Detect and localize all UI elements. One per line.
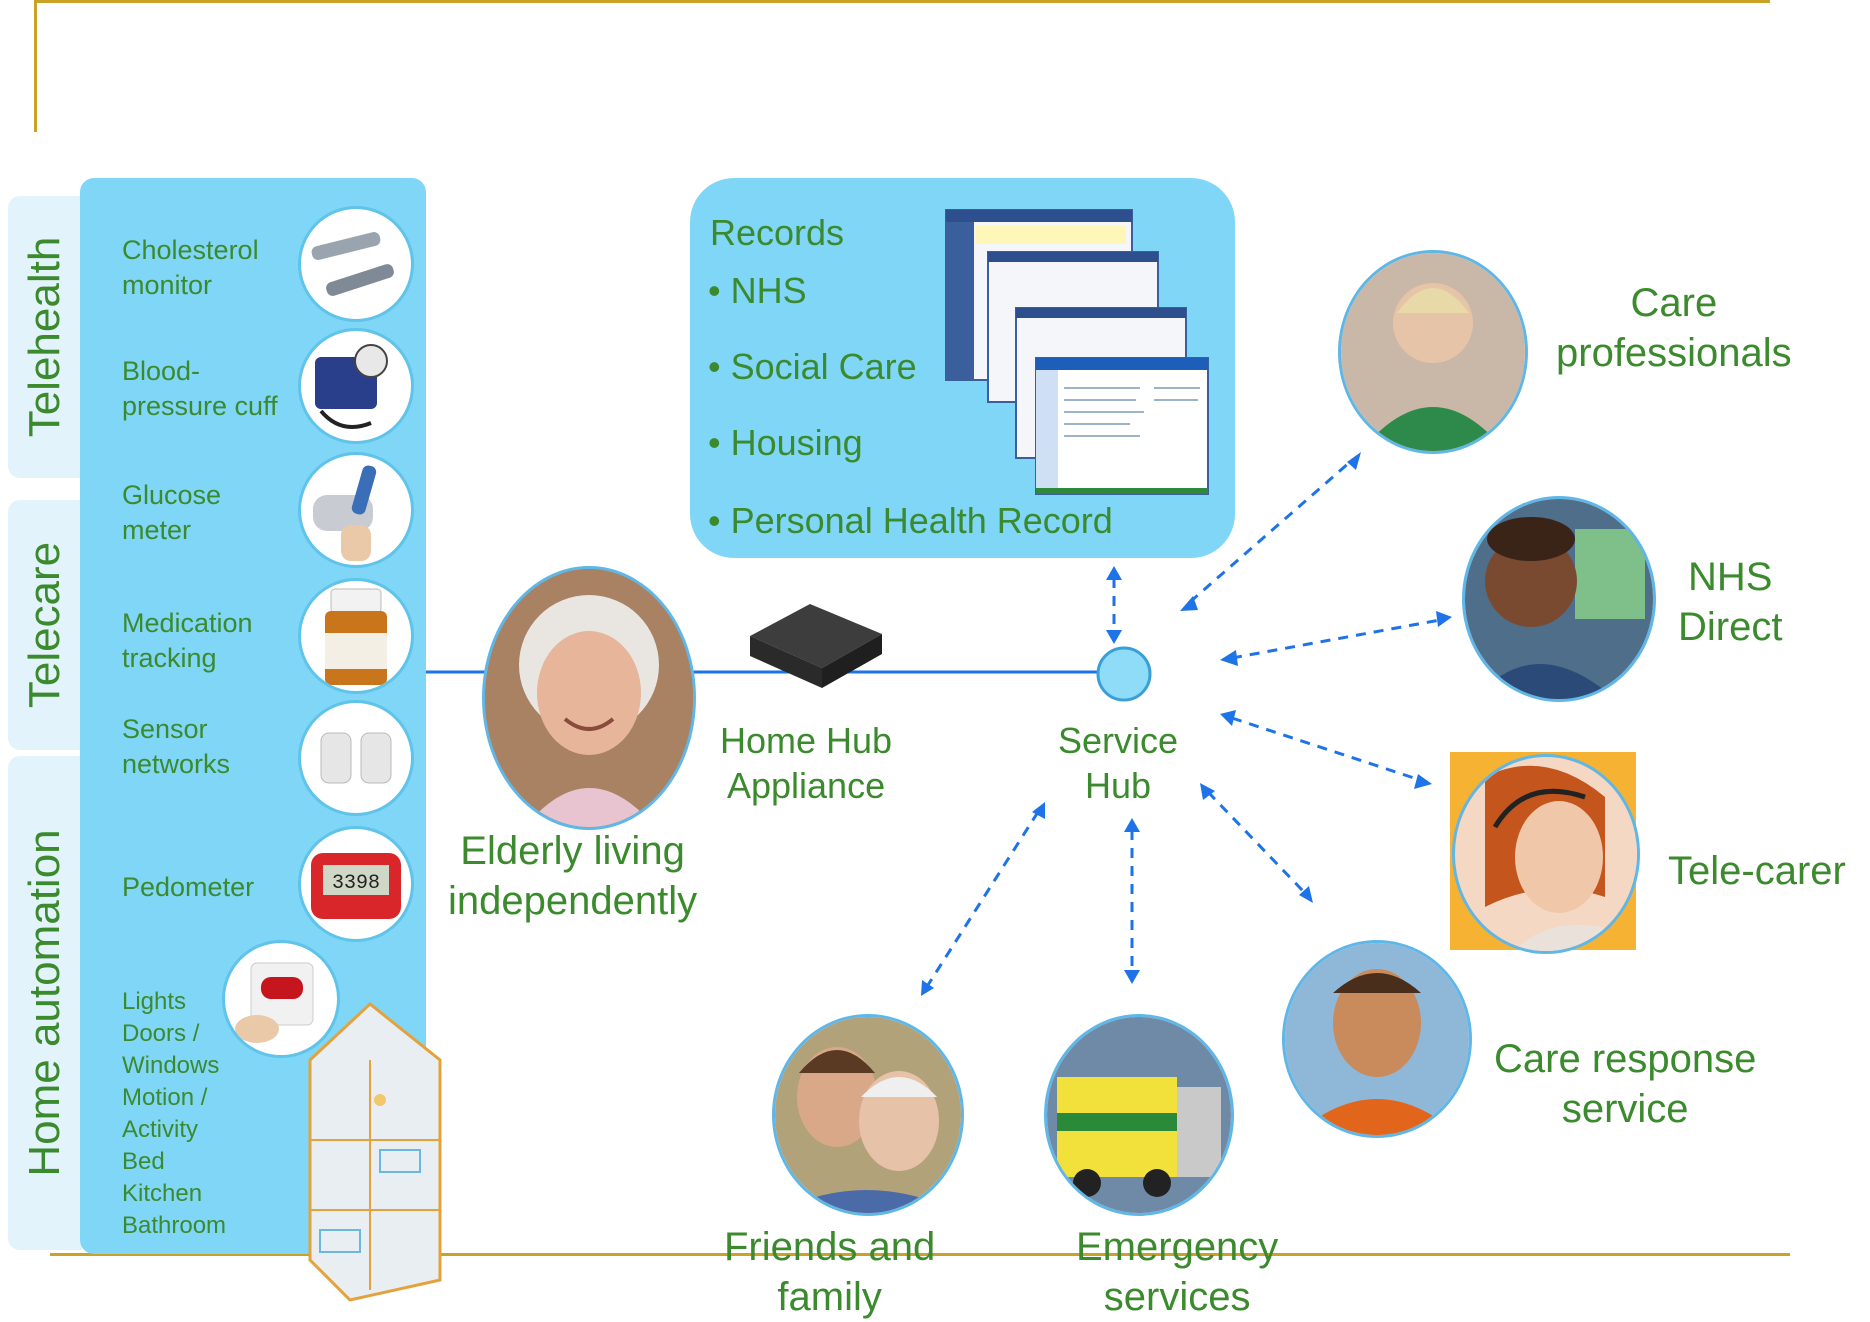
records-item-nhs-label: NHS [730, 270, 807, 311]
label-care-professionals: Care professionals [1556, 281, 1792, 375]
top-rule [34, 0, 1770, 3]
records-item-social-care-label: Social Care [730, 346, 917, 387]
label-service-hub: Service Hub [1058, 720, 1179, 806]
light-switch-icon [222, 940, 340, 1058]
label-friends-family: Friends and family [724, 1225, 936, 1319]
ha-item-bed: Bed [122, 1148, 165, 1175]
device-label-blood-pressure: Blood- pressure cuff [122, 356, 278, 421]
elderly-photo [482, 566, 696, 830]
label-emergency-services: Emergency services [1076, 1225, 1279, 1319]
device-label-cholesterol: Cholesterol monitor [122, 235, 259, 300]
friends-family-photo [772, 1014, 964, 1216]
records-title: Records [710, 212, 845, 253]
tab-telecare: Telecare [8, 500, 82, 750]
ha-item-activity: Activity [122, 1116, 199, 1143]
records-item-housing: • Housing [708, 422, 863, 463]
nhs-direct-photo [1462, 496, 1656, 702]
glucose-meter-icon [298, 452, 414, 568]
left-rule [34, 0, 37, 132]
blood-pressure-cuff-icon [298, 328, 414, 444]
ha-item-motion: Motion / [122, 1084, 208, 1111]
device-label-medication: Medication tracking [122, 608, 253, 673]
label-nhs-direct: NHS Direct [1678, 555, 1783, 649]
home-hub-device-icon [750, 604, 882, 688]
ha-item-lights: Lights [122, 988, 187, 1015]
records-screens-image [945, 209, 1209, 495]
label-tele-carer: Tele-carer [1668, 849, 1846, 893]
device-label-sensor: Sensor networks [122, 714, 231, 779]
cholesterol-monitor-icon [298, 206, 414, 322]
records-item-social-care: • Social Care [708, 346, 917, 387]
label-home-hub: Home Hub Appliance [720, 720, 893, 806]
ha-item-doors: Doors / [122, 1020, 200, 1047]
records-item-housing-label: Housing [730, 422, 863, 463]
tab-telehealth: Telehealth [8, 196, 82, 478]
care-response-photo [1282, 940, 1472, 1138]
ha-item-windows: Windows [122, 1052, 220, 1079]
ha-item-bathroom: Bathroom [122, 1212, 227, 1239]
house-illustration [308, 1002, 442, 1302]
ha-item-kitchen: Kitchen [122, 1180, 203, 1207]
label-care-response: Care response service [1494, 1037, 1757, 1131]
device-label-pedometer: Pedometer [122, 872, 255, 902]
records-item-phr-label: Personal Health Record [730, 500, 1113, 541]
emergency-services-photo [1044, 1014, 1234, 1216]
care-professionals-photo [1338, 250, 1528, 454]
pedometer-display: 3398 [332, 872, 380, 895]
medication-bottle-icon [298, 578, 414, 694]
pedometer-icon: 3398 [298, 826, 414, 942]
records-item-phr: • Personal Health Record [708, 500, 1113, 541]
records-item-nhs: • NHS [708, 270, 807, 311]
tab-home-automation: Home automation [8, 756, 82, 1250]
label-elderly: Elderly living independently [448, 829, 698, 923]
bottom-rule [50, 1253, 1790, 1256]
tele-carer-photo [1452, 754, 1640, 954]
sensor-icon [298, 700, 414, 816]
device-label-glucose: Glucose meter [122, 480, 222, 545]
